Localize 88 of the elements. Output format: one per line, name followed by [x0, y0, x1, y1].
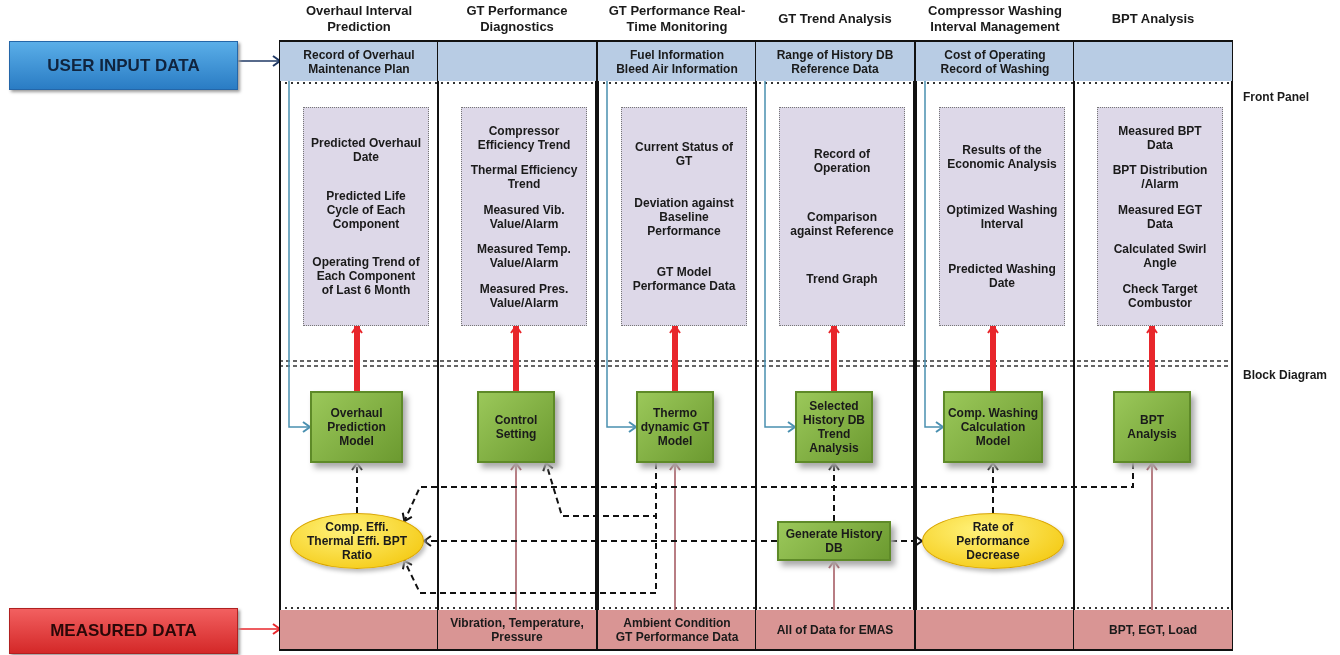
thick-arrow	[669, 325, 681, 391]
output-item: Measured Temp. Value/Alarm	[476, 242, 572, 270]
dashed-arrow	[351, 462, 363, 514]
arrow	[1146, 462, 1158, 611]
section-label: Front Panel	[1243, 90, 1309, 104]
thick-arrow	[828, 325, 840, 391]
dashed-arrow	[423, 535, 778, 547]
thick-arrow	[510, 325, 522, 391]
cell-text: Fuel Information	[630, 47, 724, 62]
output-item: Record of Operation	[812, 146, 872, 175]
cell-text: Bleed Air Information	[616, 61, 738, 76]
measured-cell: All of Data for EMAS	[756, 610, 914, 649]
output-item: Measured EGT Data	[1117, 202, 1203, 231]
dashed-arrow	[401, 462, 1134, 523]
input-cell	[598, 42, 756, 81]
input-cell	[1074, 42, 1232, 81]
measured-cell: Vibration, Temperature, Pressure	[438, 610, 596, 649]
output-item: Check Target Combustor	[1121, 281, 1199, 310]
output-item: GT Model Performance Data	[631, 265, 737, 294]
arrow	[288, 80, 311, 433]
result-ellipse: Rate of Performance Decrease	[922, 513, 1064, 569]
column-title: GT Trend Analysis	[777, 10, 893, 28]
input-cell	[916, 42, 1074, 81]
input-cell: Record of Overhaul Maintenance Plan	[280, 42, 438, 81]
dashed-arrow	[542, 462, 657, 517]
output-item: Compressor Efficiency Trend	[476, 123, 572, 152]
column-title: GT Performance Real-Time Monitoring	[607, 2, 747, 36]
column-title: Overhaul Interval Prediction	[304, 2, 414, 36]
cell-text: Record of Washing	[940, 61, 1050, 76]
output-item: Measured BPT Data	[1117, 123, 1203, 152]
result-ellipse: Comp. Effi. Thermal Effi. BPT Ratio	[290, 513, 424, 569]
arrow	[924, 80, 944, 433]
arrow	[669, 462, 681, 611]
output-item: Measured Vib. Value/Alarm	[482, 202, 566, 231]
output-item: BPT Distribution /Alarm	[1111, 163, 1209, 191]
output-item: Trend Graph	[806, 272, 878, 287]
model-block: Control Setting	[477, 391, 555, 463]
output-panel	[939, 107, 1065, 326]
output-item: Current Status of GT	[634, 139, 734, 168]
input-cell: Range of History DB Reference Data	[756, 42, 914, 81]
output-item: Thermal Efficiency Trend	[469, 163, 579, 191]
output-item: Predicted Washing Date	[947, 261, 1057, 290]
column-title: GT Performance Diagnostics	[465, 2, 569, 36]
arrow	[828, 560, 840, 611]
input-cell	[438, 42, 596, 81]
output-item: Deviation against Baseline Performance	[633, 195, 735, 238]
arrow	[237, 623, 281, 635]
thick-arrow	[987, 325, 999, 391]
output-item: Measured Pres. Value/Alarm	[478, 281, 570, 310]
thick-arrow	[1146, 325, 1158, 391]
measured-cell	[598, 610, 756, 649]
dashed-arrow	[987, 462, 999, 514]
output-panel	[303, 107, 429, 326]
output-item: Results of the Economic Analysis	[946, 143, 1058, 172]
measured-cell	[916, 610, 1074, 649]
arrow	[764, 80, 796, 433]
dashed-arrow	[890, 535, 923, 547]
model-block: Selected History DB Trend Analysis	[795, 391, 873, 463]
measured-cell: BPT, EGT, Load	[1074, 610, 1232, 649]
column-title: BPT Analysis	[1110, 10, 1196, 28]
output-item: Optimized Washing Interval	[946, 202, 1058, 231]
output-panel	[1097, 107, 1223, 326]
category-banner: MEASURED DATA	[9, 608, 238, 654]
section-label: Block Diagram	[1243, 368, 1328, 382]
output-item: Comparison against Reference	[789, 209, 895, 238]
output-panel	[779, 107, 905, 326]
output-panel	[461, 107, 587, 326]
arrow	[237, 55, 281, 67]
output-item: Operating Trend of Each Component of Last 6 Month	[311, 254, 421, 297]
model-block: Comp. Washing Calculation Model	[943, 391, 1043, 463]
arrow	[606, 80, 637, 433]
model-block: BPT Analysis	[1113, 391, 1191, 463]
output-item: Predicted Life Cycle of Each Component	[325, 188, 407, 231]
measured-cell	[280, 610, 438, 649]
model-block: Generate History DB	[777, 521, 891, 561]
cell-text: GT Performance Data	[615, 629, 739, 644]
dashed-arrow	[828, 462, 840, 522]
cell-text: Ambient Condition	[623, 615, 731, 630]
output-panel	[621, 107, 747, 326]
model-block: Overhaul Prediction Model	[310, 391, 403, 463]
output-item: Calculated Swirl Angle	[1112, 242, 1208, 270]
category-banner: USER INPUT DATA	[9, 41, 238, 90]
cell-text: Cost of Operating	[944, 47, 1046, 62]
thick-arrow	[351, 325, 363, 391]
arrow	[510, 462, 522, 611]
model-block: Thermo dynamic GT Model	[636, 391, 714, 463]
column-title: Compressor Washing Interval Management	[927, 2, 1063, 36]
output-item: Predicted Overhaul Date	[310, 136, 422, 165]
